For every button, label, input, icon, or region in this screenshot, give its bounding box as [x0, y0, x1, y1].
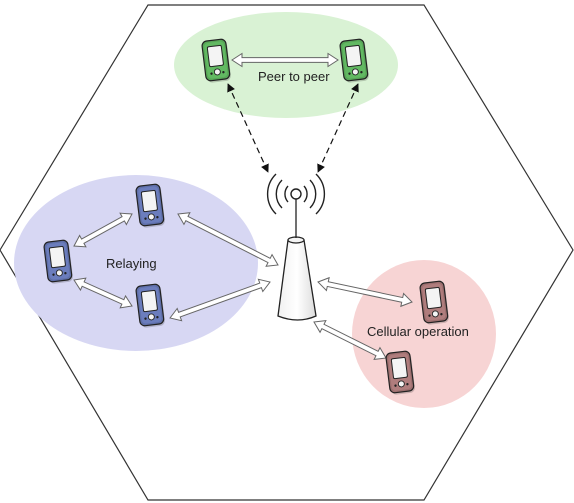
- station-to-cellular-arrow-top: [317, 276, 413, 308]
- relay-link-arrow-bottom: [73, 277, 133, 309]
- relaying-label: Relaying: [106, 256, 157, 271]
- radio-waves-icon: [266, 173, 326, 215]
- mobile-phone-icon-cellular-phone-bottom: [385, 350, 415, 395]
- relay-link-arrow-top: [73, 212, 133, 248]
- mobile-phone-icon-relay-phone-left: [43, 239, 73, 284]
- mobile-phone-icon-relay-phone-bottom: [135, 283, 165, 328]
- mobile-phone-icon-peer-phone-right: [339, 38, 369, 83]
- peer-wireless-link-left: [227, 83, 269, 173]
- mobile-phone-icon-relay-phone-top: [135, 183, 165, 228]
- mobile-phone-icon-peer-phone-left: [201, 38, 231, 83]
- base-station-tower-icon: [277, 188, 317, 321]
- peer-wireless-link-right: [317, 83, 359, 173]
- peer-link-arrow: [231, 52, 339, 68]
- relay-to-station-arrow-bottom: [169, 278, 271, 322]
- cellular-operation-label: Cellular operation: [367, 324, 469, 339]
- peer-to-peer-label: Peer to peer: [258, 69, 330, 84]
- relay-to-station-arrow-top: [177, 212, 279, 267]
- mobile-phone-icon-cellular-phone-top: [419, 280, 449, 325]
